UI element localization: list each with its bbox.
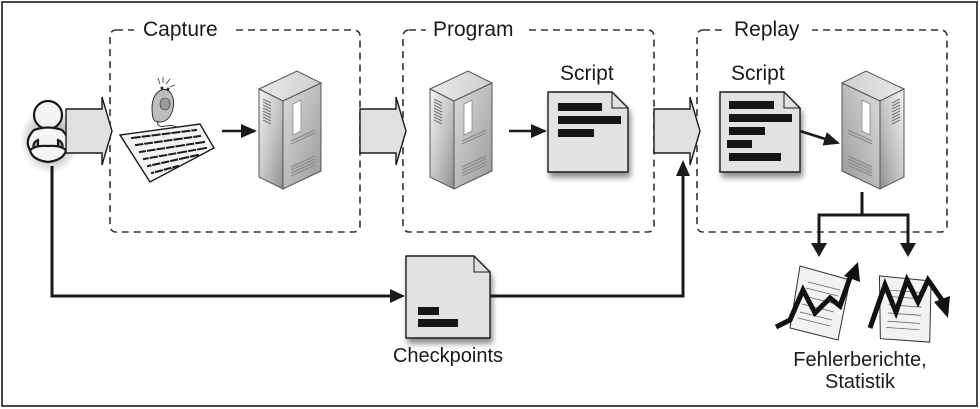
stage-replay: Replay [696, 16, 948, 233]
flow-arrow-program-to-replay [653, 96, 701, 166]
script-document-icon-replay [719, 91, 801, 173]
line-user-to-checkpoints [50, 166, 397, 298]
output-branch [811, 192, 916, 257]
server-icon-replay [841, 70, 905, 190]
server-icon-capture [258, 70, 322, 190]
arrow-script-to-server [799, 129, 840, 146]
checkpoints-document-icon [405, 255, 491, 339]
capture-title: Capture [143, 18, 218, 41]
report-icon-falling [867, 266, 950, 352]
replay-script-label: Script [731, 62, 785, 85]
output-label-line2: Statistik [825, 371, 896, 393]
arrowhead-into-replay [676, 160, 690, 176]
mouse-icon [151, 77, 179, 131]
arrowhead-into-checkpoints [390, 289, 405, 303]
output-label-line1: Fehlerberichte, [793, 349, 926, 371]
flow-arrow-capture-to-program [359, 96, 407, 166]
checkpoints-label: Checkpoints [393, 345, 503, 367]
person-icon [20, 99, 80, 174]
stage-program: Program [402, 16, 655, 233]
report-icon-rising [774, 262, 860, 341]
replay-title: Replay [734, 18, 800, 41]
stage-capture: Capture [109, 16, 361, 233]
keyboard-icon [118, 123, 215, 183]
server-icon-program [429, 70, 493, 190]
replay-box [696, 29, 948, 233]
program-script-label: Script [560, 62, 614, 85]
program-title: Program [433, 18, 514, 41]
script-document-icon-program [547, 91, 629, 173]
program-box [402, 29, 655, 233]
line-checkpoints-to-replay [490, 172, 685, 298]
